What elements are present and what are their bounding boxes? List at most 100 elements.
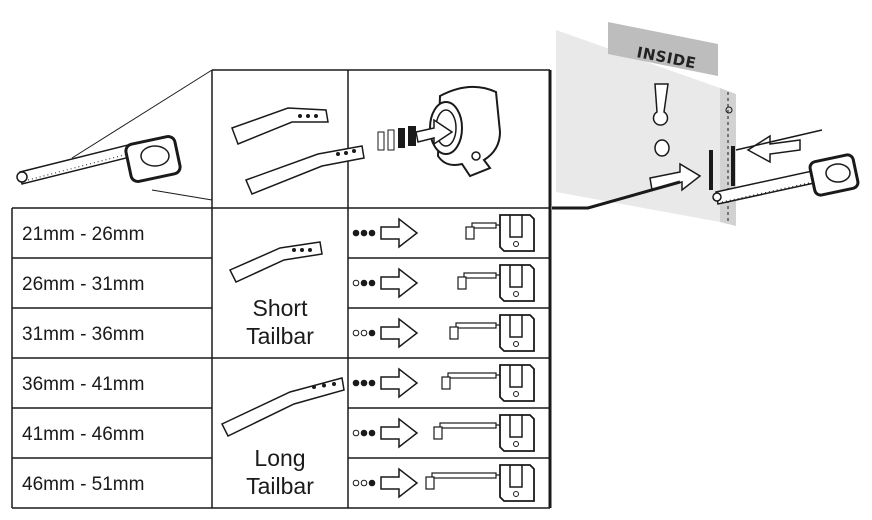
hole-dot: [298, 114, 302, 118]
cylinder-cam: [513, 391, 519, 397]
empty-dot-icon: [352, 479, 360, 487]
door-tape-measure-icon: [808, 153, 860, 197]
fit-row: [352, 364, 535, 402]
long-tailbar-icon: [220, 377, 345, 437]
header-tailbars-icon: [231, 107, 365, 195]
filled-dot-icon: [360, 279, 368, 287]
range-label: 21mm - 26mm: [22, 224, 144, 245]
empty-dot-icon: [352, 279, 360, 287]
hole-dot: [344, 151, 348, 155]
hole-dot: [306, 114, 310, 118]
filled-dot-icon: [368, 329, 376, 337]
empty-dot-icon: [352, 429, 360, 437]
fit-arrow-icon: [380, 217, 419, 249]
fit-row: [352, 464, 535, 502]
fit-tailbar-tip: [465, 226, 475, 240]
fit-tailbar: [471, 222, 497, 229]
projection-line-bottom: [151, 189, 213, 201]
cylinder-screw: [471, 151, 481, 161]
left-tape-dial: [140, 145, 170, 167]
range-label: 46mm - 51mm: [22, 474, 144, 495]
door-illustration: INSIDE: [556, 22, 860, 226]
filled-dot-icon: [352, 379, 360, 387]
left-tape-measure: [16, 69, 213, 201]
cylinder-side-icon: [499, 264, 535, 302]
seg-4: [408, 126, 416, 146]
filled-dot-icon: [368, 379, 376, 387]
tailbar-size-label: Long: [254, 445, 305, 471]
hole-dot: [314, 114, 318, 118]
fit-tailbar: [447, 372, 497, 379]
range-label: 36mm - 41mm: [22, 374, 144, 395]
fit-tailbar: [463, 272, 497, 279]
measure-mark-right: [731, 146, 735, 186]
fit-row: [352, 264, 535, 302]
seg-3: [398, 128, 405, 148]
hole-dot: [322, 383, 326, 388]
hole-dot: [308, 248, 312, 252]
hole-dot: [292, 248, 296, 252]
fit-arrow-icon: [380, 467, 419, 499]
filled-dot-icon: [368, 229, 376, 237]
fit-arrow-icon: [380, 317, 419, 349]
long-tailbar-shape: [220, 377, 345, 437]
fit-arrow-icon: [380, 367, 419, 399]
header-long-tailbar: [244, 145, 365, 195]
left-tape-strip: [19, 143, 135, 185]
empty-dot-icon: [360, 479, 368, 487]
cylinder-side-icon: [499, 214, 535, 252]
hole-dot: [332, 382, 336, 386]
connector-line: [552, 180, 681, 210]
sizing-table: [11, 69, 552, 509]
cylinder-slot: [509, 415, 523, 438]
hole-dot: [336, 152, 340, 156]
fit-tailbar-tip: [433, 426, 443, 440]
fit-tailbar-tip: [449, 326, 459, 340]
fit-tailbar: [439, 422, 497, 429]
fit-tailbar-tip: [441, 376, 451, 390]
range-label: 31mm - 36mm: [22, 324, 144, 345]
seg-2: [387, 129, 395, 151]
fit-column: [352, 214, 535, 502]
door-tape-dial: [825, 163, 851, 183]
filled-dot-icon: [368, 479, 376, 487]
short-tailbar-shape: [228, 241, 323, 283]
table-row-lines: [12, 257, 550, 459]
left-tape-measure-icon: [124, 135, 182, 183]
fit-tailbar: [455, 322, 497, 329]
arrow-out-icon: [746, 134, 801, 164]
cylinder-slot: [509, 215, 523, 238]
fit-arrow-icon: [380, 267, 419, 299]
filled-dot-icon: [352, 229, 360, 237]
filled-dot-icon: [368, 279, 376, 287]
range-label: 41mm - 46mm: [22, 424, 144, 445]
cylinder-cam: [513, 441, 519, 447]
measure-mark-left: [709, 150, 713, 190]
hole-dot: [352, 149, 356, 153]
cylinder-cam: [513, 341, 519, 347]
tailbar-word-label: Tailbar: [246, 473, 314, 499]
tape-line: [735, 129, 823, 151]
hole-dot: [300, 248, 304, 252]
fit-row: [352, 314, 535, 352]
insert-arrow-icon: [415, 118, 454, 146]
empty-dot-icon: [352, 329, 360, 337]
cylinder-side-icon: [499, 414, 535, 452]
fit-row: [352, 414, 535, 452]
cylinder-slot: [509, 465, 523, 488]
keyhole-icon: [652, 83, 669, 126]
projection-line-top: [71, 69, 213, 159]
filled-dot-icon: [360, 379, 368, 387]
left-tape-hook-icon: [16, 171, 28, 183]
fit-tailbar: [431, 472, 497, 479]
hole-dot: [312, 385, 316, 389]
tailbar-size-label: Short: [253, 295, 309, 321]
cylinder-side-icon: [499, 364, 535, 402]
fit-row: [352, 214, 535, 252]
filled-dot-icon: [360, 229, 368, 237]
fit-tailbar-tip: [425, 476, 435, 490]
